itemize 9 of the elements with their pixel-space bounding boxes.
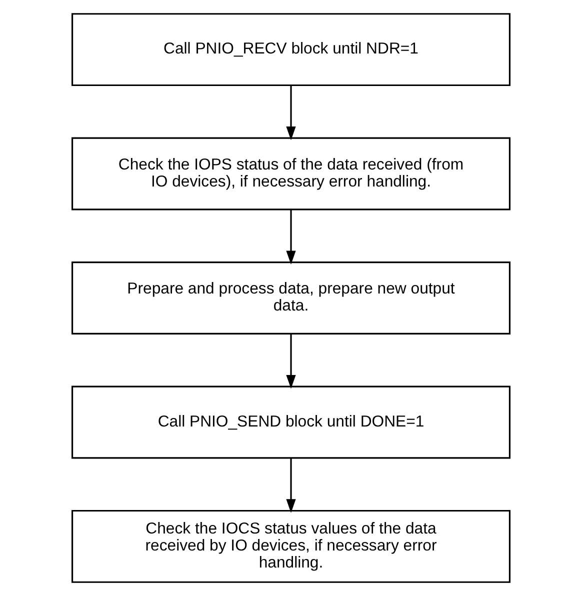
arrow xyxy=(286,85,296,140)
arrow xyxy=(286,210,296,264)
node-box: Prepare and process data, prepare new output data. xyxy=(72,262,510,334)
arrow xyxy=(286,458,296,513)
arrow xyxy=(286,334,296,389)
node-box: Call PNIO_SEND block until DONE=1 xyxy=(72,386,510,459)
node-box: Check the IOCS status values of the data received by IO devices, if necessary error handling. xyxy=(72,510,510,583)
node-box: Check the IOPS status of the data received (from IO devices), if necessary error handling. xyxy=(72,137,510,210)
node-box: Call PNIO_RECV block until NDR=1 xyxy=(72,13,510,86)
